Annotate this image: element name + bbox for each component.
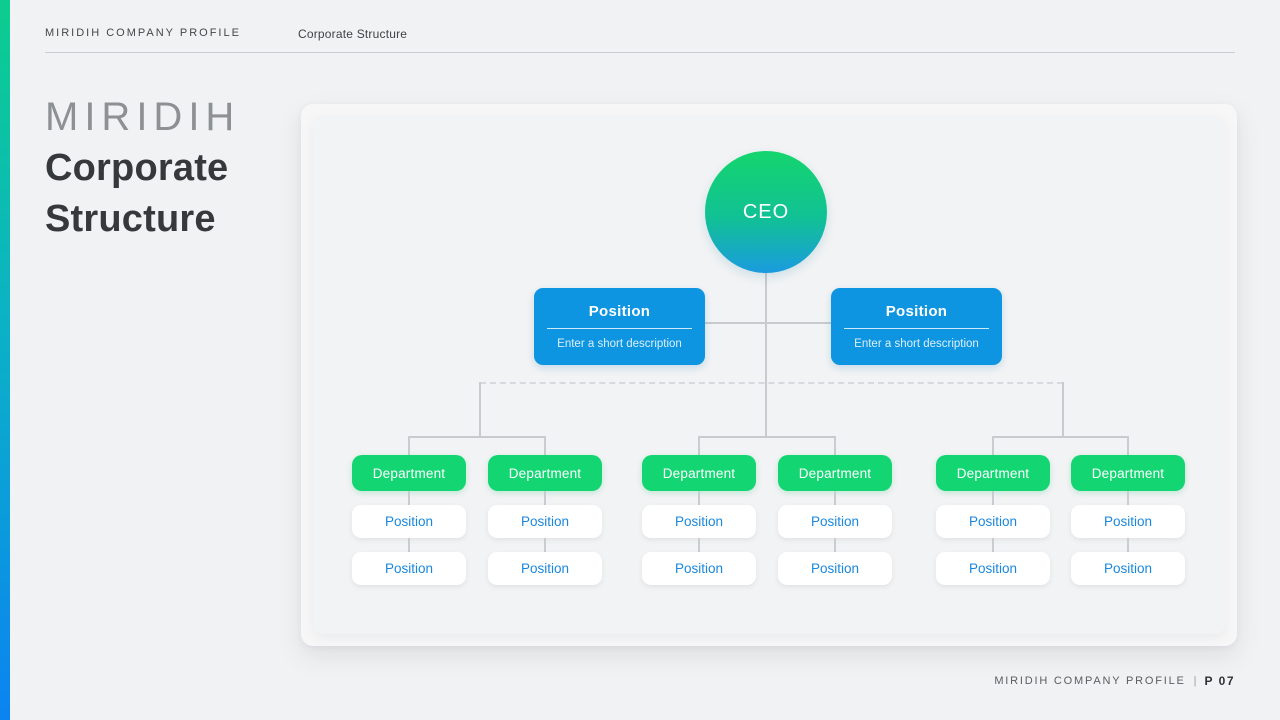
position-node[interactable]: Position <box>352 552 466 585</box>
department-group-6: Department Position Position <box>1071 436 1185 585</box>
footer-page-number: P 07 <box>1204 674 1235 688</box>
department-node[interactable]: Department <box>936 455 1050 491</box>
position-card-description[interactable]: Enter a short description <box>557 338 682 351</box>
connector-stub <box>834 436 836 455</box>
department-node[interactable]: Department <box>642 455 756 491</box>
position-node[interactable]: Position <box>936 505 1050 538</box>
connector-stub <box>1127 436 1129 455</box>
connector-branch-right <box>1062 382 1064 437</box>
position-node[interactable]: Position <box>1071 552 1185 585</box>
connector-stub <box>698 491 700 505</box>
position-card-left[interactable]: Position Enter a short description <box>534 288 705 365</box>
connector-stub <box>992 538 994 552</box>
connector-stub <box>698 436 700 455</box>
position-node[interactable]: Position <box>642 552 756 585</box>
ceo-label: CEO <box>742 200 790 223</box>
position-card-divider <box>844 327 989 330</box>
position-card-title: Position <box>588 302 651 320</box>
header-section-label: Corporate Structure <box>298 27 408 41</box>
position-node[interactable]: Position <box>642 505 756 538</box>
connector-ceo-stem <box>765 272 767 437</box>
header-divider <box>45 52 1235 53</box>
position-node[interactable]: Position <box>352 505 466 538</box>
position-card-description[interactable]: Enter a short description <box>854 338 979 351</box>
title-brand: MIRIDIH <box>45 95 241 139</box>
position-card-title: Position <box>885 302 948 320</box>
header-brand: MIRIDIH COMPANY PROFILE <box>45 27 241 39</box>
footer: MIRIDIH COMPANY PROFILE | P 07 <box>994 674 1235 688</box>
footer-separator: | <box>1193 675 1197 687</box>
department-node[interactable]: Department <box>488 455 602 491</box>
connector-stub <box>1127 538 1129 552</box>
connector-stub <box>834 538 836 552</box>
department-group-5: Department Position Position <box>936 436 1050 585</box>
accent-gradient-bar <box>0 0 10 720</box>
position-node[interactable]: Position <box>936 552 1050 585</box>
connector-stub <box>1127 491 1129 505</box>
connector-stub <box>992 491 994 505</box>
connector-stub <box>544 491 546 505</box>
connector-pair-right <box>992 436 1129 438</box>
slide-title: MIRIDIH Corporate Structure <box>45 92 240 245</box>
connector-main-horizontal <box>480 382 1063 384</box>
department-group-2: Department Position Position <box>488 436 602 585</box>
connector-stub <box>544 538 546 552</box>
department-node[interactable]: Department <box>352 455 466 491</box>
connector-stub <box>408 436 410 455</box>
department-node[interactable]: Department <box>1071 455 1185 491</box>
title-line-1: Corporate <box>45 147 229 189</box>
connector-stub <box>408 538 410 552</box>
connector-stub <box>834 491 836 505</box>
connector-stub <box>992 436 994 455</box>
connector-stub <box>698 538 700 552</box>
department-group-1: Department Position Position <box>352 436 466 585</box>
position-node[interactable]: Position <box>488 505 602 538</box>
position-card-right[interactable]: Position Enter a short description <box>831 288 1002 365</box>
department-group-3: Department Position Position <box>642 436 756 585</box>
connector-pair-left <box>408 436 546 438</box>
connector-branch-left <box>479 382 481 437</box>
position-card-divider <box>547 327 692 330</box>
position-node[interactable]: Position <box>1071 505 1185 538</box>
connector-positions-cross <box>705 322 832 324</box>
position-node[interactable]: Position <box>488 552 602 585</box>
connector-stub <box>408 491 410 505</box>
position-node[interactable]: Position <box>778 552 892 585</box>
connector-pair-center <box>698 436 836 438</box>
ceo-node[interactable]: CEO <box>705 151 827 273</box>
footer-brand: MIRIDIH COMPANY PROFILE <box>994 675 1186 687</box>
position-node[interactable]: Position <box>778 505 892 538</box>
department-group-4: Department Position Position <box>778 436 892 585</box>
title-line-2: Structure <box>45 198 216 240</box>
department-node[interactable]: Department <box>778 455 892 491</box>
connector-stub <box>544 436 546 455</box>
